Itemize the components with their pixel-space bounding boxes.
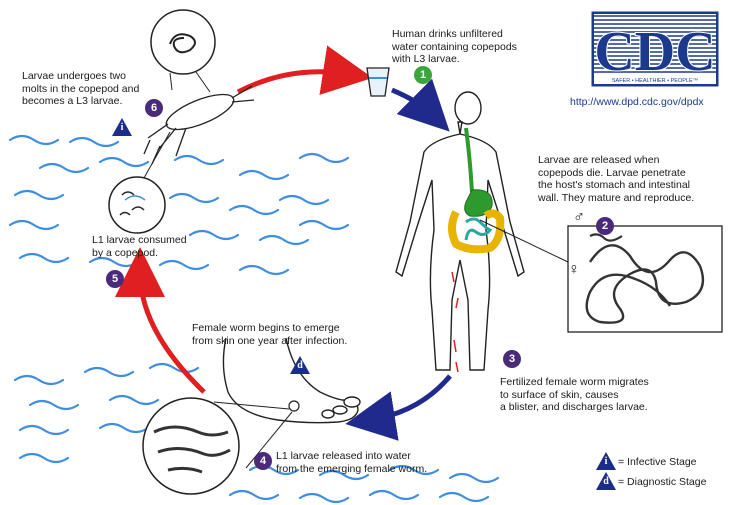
water-cup xyxy=(367,68,389,96)
step-6-badge: 6 xyxy=(145,99,163,117)
step-3-text: Fertilized female worm migrates to surfa… xyxy=(500,376,649,414)
copepod-illustration xyxy=(144,86,254,164)
female-symbol: ♀ xyxy=(568,262,580,278)
legend-diagnostic-marker: d xyxy=(596,472,616,490)
male-symbol: ♂ xyxy=(573,210,585,226)
arrow-red-top xyxy=(238,72,348,92)
step-5-badge: 5 xyxy=(106,270,124,288)
step-1-badge: 1 xyxy=(414,66,432,84)
step-6-text: Larvae undergoes two molts in the copepo… xyxy=(22,70,139,108)
step-2-text: Larvae are released when copepods die. L… xyxy=(538,154,694,204)
arrow-blue-top xyxy=(392,90,432,114)
cdc-logo: CDC SAFER • HEALTHIER • PEOPLE™ xyxy=(592,12,718,86)
cdc-logo-text: CDC xyxy=(594,21,715,83)
legend-diagnostic-letter: d xyxy=(602,476,610,487)
source-url[interactable]: http://www.dpd.cdc.gov/dpdx xyxy=(570,96,704,108)
step-4-badge: 4 xyxy=(254,452,272,470)
step-5-text: L1 larvae consumed by a copepod. xyxy=(92,234,187,259)
legend-infective-letter: i xyxy=(602,456,610,467)
step-4-text: L1 larvae released into water from the e… xyxy=(276,450,427,475)
step-2-badge: 2 xyxy=(596,217,614,235)
l1-larvae-circle xyxy=(143,398,239,494)
adult-worms-box xyxy=(568,226,722,332)
human-body xyxy=(396,92,524,370)
diagnostic-stage-marker: d xyxy=(290,356,310,374)
infective-stage-marker: i xyxy=(112,118,132,136)
cdc-tagline: SAFER • HEALTHIER • PEOPLE™ xyxy=(612,78,698,84)
infective-stage-letter: i xyxy=(118,122,126,133)
step-3-badge: 3 xyxy=(503,350,521,368)
legend-infective-marker: i xyxy=(596,452,616,470)
arrow-blue-bottom xyxy=(370,376,450,420)
diagnostic-stage-letter: d xyxy=(296,360,304,371)
foot-blister xyxy=(289,401,299,411)
l1-in-copepod-circle xyxy=(109,177,165,233)
step-1-text: Human drinks unfiltered water containing… xyxy=(392,28,517,66)
l3-larva-circle xyxy=(151,10,215,74)
legend-infective-label: = Infective Stage xyxy=(618,456,697,468)
diagnostic-step-text: Female worm begins to emerge from skin o… xyxy=(192,322,347,347)
legend-diagnostic-label: = Diagnostic Stage xyxy=(618,476,706,488)
